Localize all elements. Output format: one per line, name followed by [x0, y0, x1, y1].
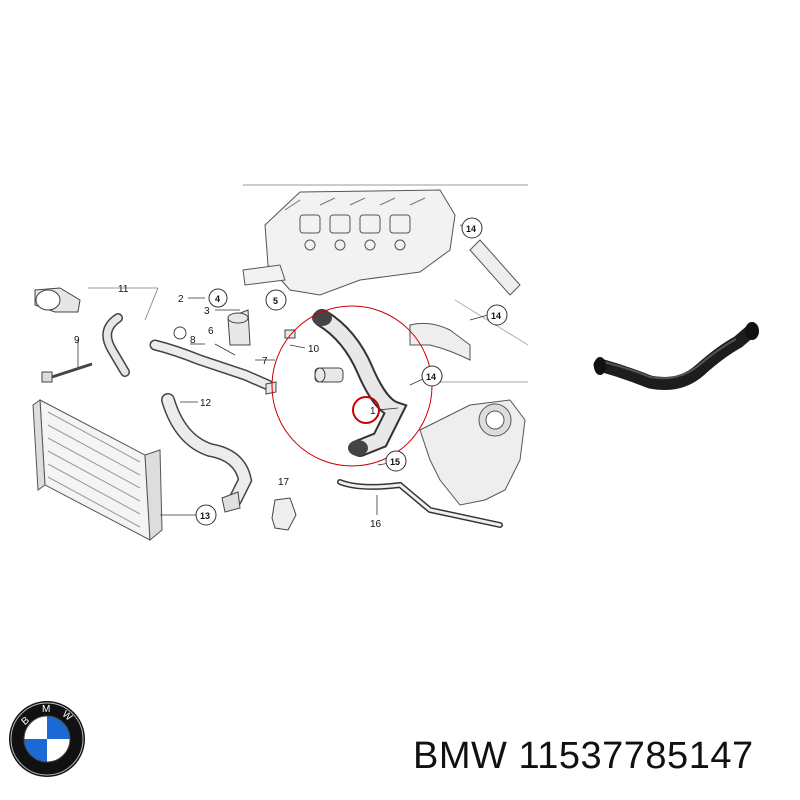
small-parts: [173, 309, 344, 395]
brand-name: BMW: [413, 735, 508, 777]
label-part-12: 12: [200, 398, 212, 409]
clip-17: [271, 497, 297, 531]
label-part-6: 6: [208, 326, 214, 337]
label-part-1: 1: [370, 406, 376, 417]
label-part-7: 7: [262, 356, 268, 367]
upper-left-hose: [34, 287, 159, 321]
circled-label-4: 4: [208, 288, 228, 308]
label-part-11: 11: [118, 284, 129, 295]
label-part-2: 2: [178, 294, 184, 305]
label-part-3: 3: [204, 306, 210, 317]
circled-label-15: 15: [385, 450, 407, 472]
thermostat-housing: [409, 239, 529, 506]
circled-label-14-bottom: 14: [421, 365, 443, 387]
hose-13-end: [221, 491, 241, 513]
circled-label-5: 5: [265, 289, 287, 311]
hose-1: [312, 309, 408, 457]
circled-label-14-middle: 14: [486, 304, 508, 326]
label-part-10: 10: [308, 344, 320, 355]
part-caption: BMW 11537785147: [413, 735, 754, 778]
label-part-17: 17: [278, 477, 290, 488]
label-part-8: 8: [190, 335, 196, 346]
radiator: [32, 399, 163, 542]
bolt-9: [41, 362, 93, 383]
circled-label-13: 13: [195, 504, 217, 526]
circled-label-14-top: 14: [461, 217, 483, 239]
label-part-14-middle: 14: [491, 311, 501, 321]
label-part-15: 15: [390, 457, 400, 467]
label-part-4: 4: [215, 294, 220, 304]
engine-block: [242, 184, 528, 296]
label-part-5: 5: [273, 296, 278, 306]
label-part-14-bottom: 14: [426, 372, 436, 382]
bmw-logo: B M W: [9, 701, 85, 777]
hose-product-photo: [593, 322, 759, 390]
label-part-14-top: 14: [466, 224, 476, 234]
label-part-16: 16: [370, 519, 382, 530]
part-number: 11537785147: [518, 735, 754, 777]
label-part-13: 13: [200, 511, 210, 521]
label-part-9: 9: [74, 335, 80, 346]
svg-text:M: M: [42, 704, 50, 715]
